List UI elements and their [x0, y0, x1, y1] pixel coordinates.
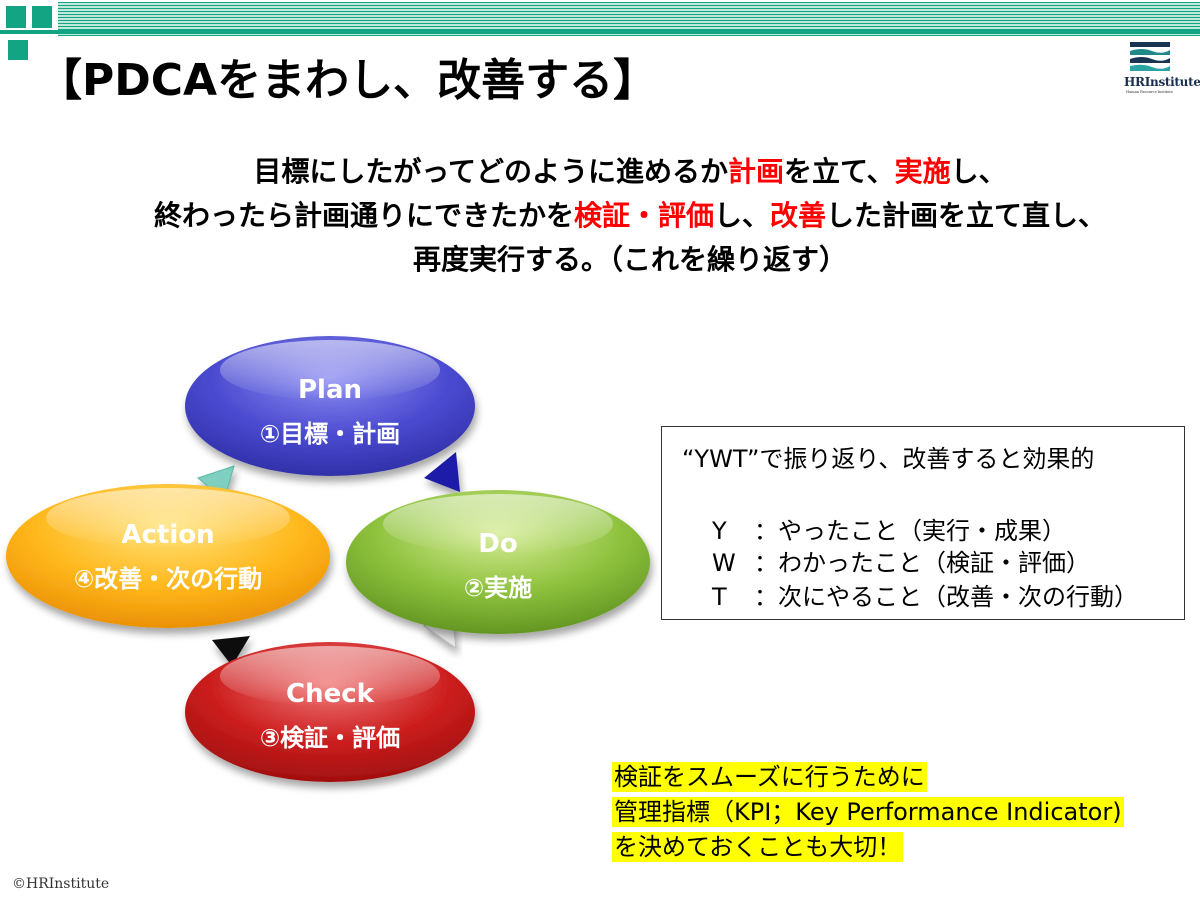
ywt-row-y: Y ：やったこと（実行・成果）	[712, 511, 1066, 546]
intro-segment: し、	[950, 155, 1007, 188]
kpi-line: 検証をスムーズに行うために	[612, 762, 927, 792]
ywt-row-w: W ：わかったこと（検証・評価）	[712, 543, 1090, 578]
logo-name: HRInstitute	[1124, 75, 1200, 89]
ywt-key: T	[712, 583, 727, 611]
intro-keyword: 検証・評価	[573, 199, 714, 232]
action-subtitle: ④改善・次の行動	[73, 565, 263, 593]
ywt-text: ：次にやること（改善・次の行動）	[754, 583, 1138, 611]
intro-keyword: 改善	[770, 199, 827, 232]
kpi-note: 検証をスムーズに行うために 管理指標（KPI；Key Performance I…	[612, 762, 1124, 867]
header-band	[0, 0, 1200, 60]
arrow-check-to-action	[212, 636, 250, 666]
intro-segment: し、	[713, 199, 770, 232]
check-node	[185, 642, 475, 782]
kpi-line: を決めておくことも大切！	[612, 832, 904, 862]
title-square	[8, 40, 28, 60]
kpi-line: 管理指標（KPI；Key Performance Indicator)	[612, 797, 1124, 827]
intro-line: 目標にしたがってどのように進めるか計画を立て、実施し、	[60, 150, 1200, 194]
plan-subtitle: ①目標・計画	[259, 420, 401, 448]
intro-segment: 終わったら計画通りにできたかを	[153, 199, 574, 232]
plan-node	[185, 336, 475, 476]
do-label: Do ②実施	[348, 522, 648, 610]
intro-keyword: 実施	[894, 155, 951, 188]
header-square	[32, 6, 52, 28]
page-title: 【PDCAをまわし、改善する】	[38, 55, 658, 106]
action-node	[6, 484, 330, 628]
check-subtitle: ③検証・評価	[259, 724, 401, 752]
intro-line: 再度実行する。（これを繰り返す）	[60, 238, 1200, 282]
intro-segment: した計画を立て直し、	[826, 199, 1107, 232]
ywt-box: “YWT”で振り返り、改善すると効果的 Y ：やったこと（実行・成果） W ：わかっ…	[661, 426, 1185, 620]
intro-text: 目標にしたがってどのように進めるか計画を立て、実施し、終わったら計画通りにできた…	[60, 150, 1200, 282]
plan-label: Plan ①目標・計画	[180, 368, 480, 456]
do-node	[346, 490, 650, 634]
action-title: Action	[121, 520, 215, 550]
check-title: Check	[286, 679, 374, 709]
hrinstitute-logo: HRInstitute Human Resource Institute	[1124, 40, 1200, 98]
arrow-plan-to-do	[424, 452, 460, 492]
intro-segment: を立て、	[783, 155, 895, 188]
plan-title: Plan	[297, 375, 363, 405]
intro-line: 終わったら計画通りにできたかを検証・評価し、改善した計画を立て直し、	[60, 194, 1200, 238]
logo-subtitle: Human Resource Institute	[1126, 90, 1173, 94]
logo-mark	[1130, 42, 1170, 71]
do-subtitle: ②実施	[463, 574, 533, 602]
ywt-text: ：わかったこと（検証・評価）	[754, 549, 1090, 577]
intro-segment: 再度実行する。（これを繰り返す）	[412, 243, 847, 276]
ywt-key: W	[712, 549, 736, 577]
do-title: Do	[478, 529, 518, 559]
ywt-row-t: T ：次にやること（改善・次の行動）	[712, 577, 1138, 612]
header-square	[6, 6, 26, 28]
ywt-text: ：やったこと（実行・成果）	[754, 517, 1066, 545]
ywt-key: Y	[712, 517, 727, 545]
action-label: Action ④改善・次の行動	[8, 513, 328, 601]
ywt-heading: “YWT”で振り返り、改善すると効果的	[682, 445, 1095, 473]
check-label: Check ③検証・評価	[180, 672, 480, 760]
header-rule	[0, 30, 1200, 34]
copyright: ©HRInstitute	[12, 876, 110, 892]
intro-keyword: 計画	[727, 155, 784, 188]
intro-segment: 目標にしたがってどのように進めるか	[253, 155, 728, 188]
